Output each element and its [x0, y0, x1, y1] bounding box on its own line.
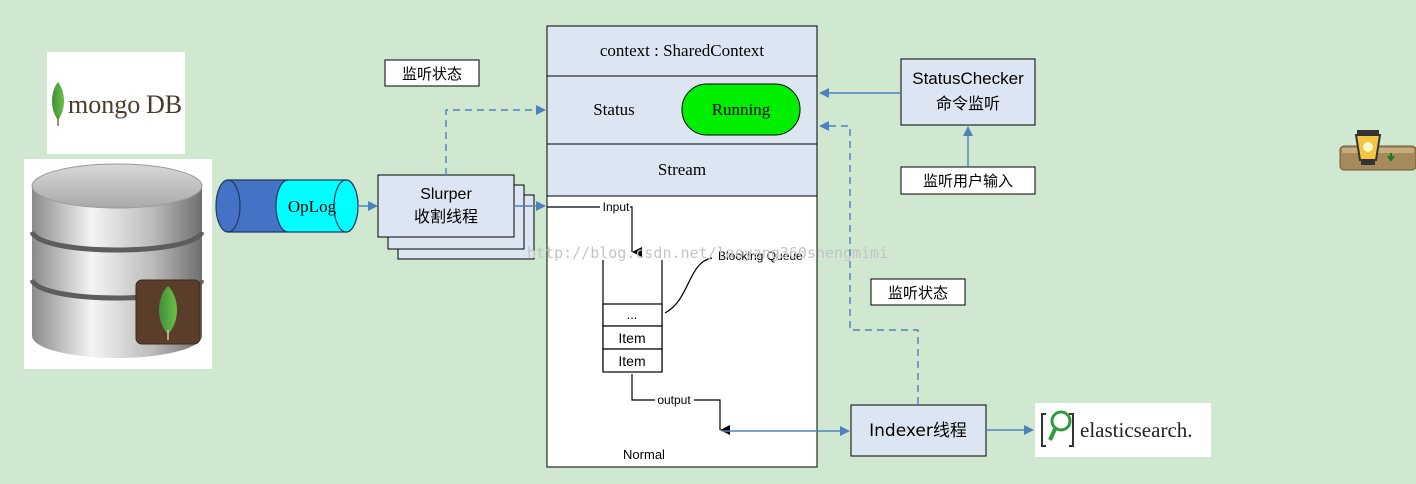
database-icon: [24, 159, 212, 369]
listen-status-top-box: 监听状态: [384, 59, 480, 87]
mongodb-logo-bg: [47, 52, 185, 154]
listen-status-top-label: 监听状态: [402, 65, 462, 83]
queue-item-ellipsis: ...: [627, 307, 638, 322]
status-checker-box: StatusChecker 命令监听: [900, 58, 1036, 126]
dashed-arrow-slurper-to-status: [445, 105, 546, 175]
queue-item: Item: [618, 330, 645, 346]
mongodb-app-icon: [135, 279, 201, 345]
slurper-subtitle: 收割线程: [414, 207, 478, 226]
mongodb-logo-text-a: mongo: [68, 90, 140, 119]
mongodb-logo-text-b: DB: [146, 90, 182, 119]
watermark: http://blog.csdn.net/laoyang360shengmimi: [527, 244, 888, 262]
normal-label: Normal: [623, 447, 665, 462]
running-badge: [681, 83, 801, 136]
context-header-row: [546, 25, 818, 77]
stream-row: [546, 143, 818, 197]
status-checker-title: StatusChecker: [912, 69, 1024, 88]
listen-status-right-box: 监听状态: [870, 278, 966, 306]
output-label: output: [657, 393, 691, 407]
input-label: Input: [603, 200, 630, 214]
slurper-title: Slurper: [420, 186, 472, 203]
lamp-widget[interactable]: [1339, 130, 1416, 171]
oplog-pipe: OpLog: [215, 179, 359, 233]
running-label: Running: [712, 100, 771, 119]
slurper-box: Slurper 收割线程: [377, 174, 535, 260]
listen-status-right-label: 监听状态: [888, 284, 948, 302]
mongodb-logo: mongo DB: [47, 52, 185, 154]
blocking-queue-illustration: Input ... Item Item Blocking Queue outpu…: [547, 200, 803, 462]
oplog-label: OpLog: [288, 197, 337, 216]
listen-user-input-label: 监听用户输入: [923, 172, 1013, 190]
indexer-box: Indexer线程: [850, 404, 987, 457]
dashed-arrow-indexer-to-status: [819, 121, 919, 404]
status-checker-subtitle: 命令监听: [936, 94, 1000, 113]
lamp-icon: [1354, 130, 1382, 165]
elasticsearch-label: elasticsearch.: [1080, 418, 1193, 442]
listen-user-input-box: 监听用户输入: [900, 166, 1036, 195]
indexer-label: Indexer线程: [869, 421, 967, 441]
mongodb-leaf-icon: [52, 82, 64, 126]
status-label: Status: [593, 100, 635, 119]
context-panel: context : SharedContext Status Running S…: [546, 25, 818, 468]
elasticsearch-icon: [1041, 410, 1074, 447]
stream-label: Stream: [658, 160, 706, 179]
queue-item: Item: [618, 353, 645, 369]
blocking-queue-label: Blocking Queue: [718, 249, 803, 263]
download-arrow-icon: [1387, 153, 1395, 162]
context-header: context : SharedContext: [600, 41, 765, 60]
elasticsearch-logo: elasticsearch.: [1035, 403, 1211, 457]
